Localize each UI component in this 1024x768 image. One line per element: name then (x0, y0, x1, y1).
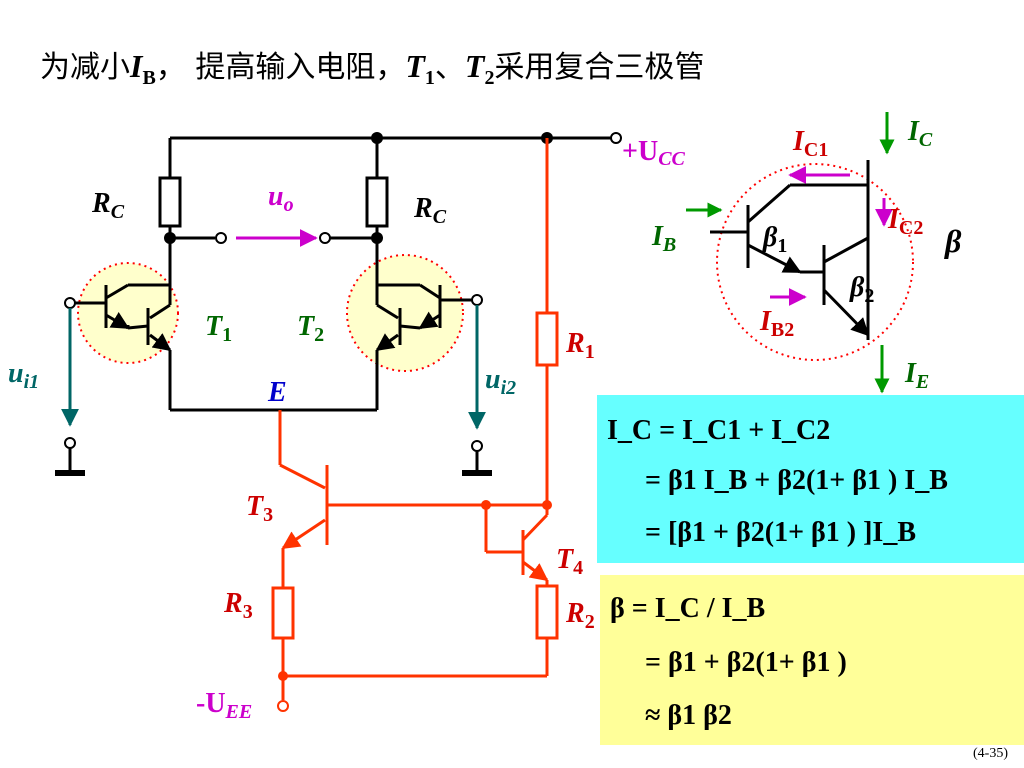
t2-label: T2 (297, 311, 324, 346)
beta2-label: β2 (849, 272, 874, 307)
uee-terminal (277, 700, 289, 712)
t1-label: T1 (205, 311, 232, 346)
ic2-label: IC2 (887, 204, 923, 239)
uee-node (278, 671, 288, 681)
formula-line-6: ≈ β1 β2 (645, 700, 732, 731)
t4-node-left (481, 500, 491, 510)
ib2-label: IB2 (759, 306, 794, 341)
t2-highlight (346, 254, 464, 372)
r2-label: R2 (565, 598, 595, 633)
slide-title: 为减小IB， 提高输入电阻，T1、T2采用复合三极管 (40, 48, 705, 89)
darlington-transistor (710, 160, 870, 340)
rc-left-resistor (158, 176, 182, 228)
emitter-bus (168, 385, 379, 412)
ui2-label: ui2 (485, 364, 516, 399)
r2-resistor (535, 584, 559, 640)
beta-label: β (944, 223, 962, 259)
ie-label: IE (904, 358, 929, 393)
r3-resistor (271, 586, 295, 640)
ui2-ground-terminal (471, 440, 483, 452)
e-node-label: E (267, 377, 287, 408)
formula-line-1: I_C = I_C1 + I_C2 (607, 415, 831, 446)
ui1-label: ui1 (8, 358, 39, 393)
ic1-label: IC1 (792, 126, 828, 161)
uee-label: -UEE (196, 688, 252, 723)
ui1-ground-terminal (64, 437, 76, 449)
ucc-terminal (610, 132, 622, 144)
uo-terminal-right (319, 232, 331, 244)
darlington-circle (716, 163, 914, 361)
slide-number: (4-35) (973, 746, 1008, 761)
rail-node-1 (371, 132, 383, 144)
ib-label: IB (651, 221, 676, 256)
t3-label: T3 (246, 491, 273, 526)
ui1-terminal (64, 297, 76, 309)
formula-line-2: = β1 I_B + β2(1+ β1 ) I_B (645, 465, 948, 496)
rc-left-label: RC (91, 188, 125, 223)
formula-box-yellow: β = I_C / I_B = β1 + β2(1+ β1 ) ≈ β1 β2 (600, 575, 1024, 745)
uo-terminal-left (215, 232, 227, 244)
t2-transistor (375, 262, 472, 385)
r1-resistor (535, 311, 559, 367)
t1-transistor (75, 262, 172, 385)
r1-label: R1 (565, 328, 595, 363)
ic-label: IC (907, 116, 933, 151)
formula-line-4: β = I_C / I_B (610, 593, 766, 624)
collector-wires (168, 226, 379, 262)
current-source (278, 138, 549, 700)
r3-label: R3 (223, 588, 253, 623)
collector-node-left (164, 232, 176, 244)
t4-label: T4 (556, 544, 583, 579)
ucc-label: +UCC (622, 136, 686, 170)
formula-box-cyan: I_C = I_C1 + I_C2 = β1 I_B + β2(1+ β1 ) … (597, 395, 1024, 563)
rc-right-resistor (365, 176, 389, 228)
ui2-terminal (471, 294, 483, 306)
uo-label: uo (268, 181, 294, 216)
beta1-label: β1 (762, 222, 787, 257)
top-rail (168, 136, 612, 178)
t1-highlight (77, 262, 179, 364)
formula-line-3: = [β1 + β2(1+ β1 ) ]I_B (645, 517, 916, 548)
formula-line-5: = β1 + β2(1+ β1 ) (645, 647, 847, 678)
rc-right-label: RC (413, 193, 447, 228)
collector-node-right (371, 232, 383, 244)
t4-node-right (542, 500, 552, 510)
